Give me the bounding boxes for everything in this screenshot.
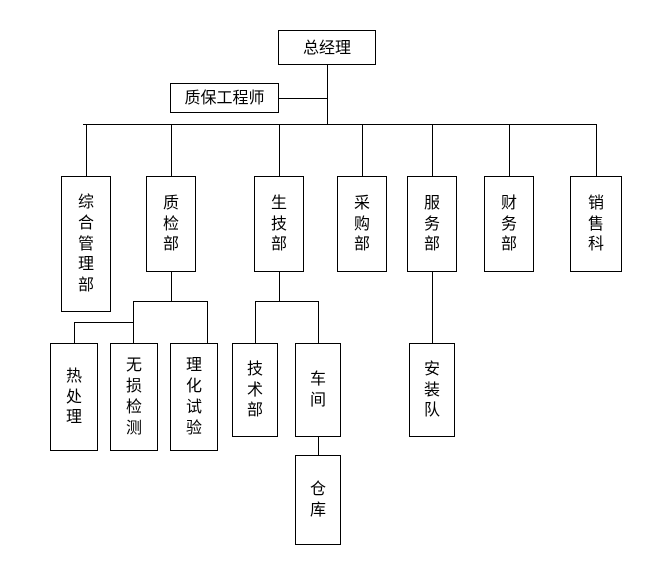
node-label-general-manager: 总经理 bbox=[302, 37, 351, 57]
node-label-comprehensive-management: 综合管理部 bbox=[78, 192, 95, 295]
node-label-finance: 财务部 bbox=[501, 192, 518, 254]
connector-qi-left-bus bbox=[74, 322, 134, 323]
node-label-physical-chemical-test: 理化试验 bbox=[186, 355, 203, 437]
node-installation-team[interactable]: 安装队 bbox=[409, 343, 455, 437]
connector-drop-sales bbox=[596, 124, 597, 176]
node-production-technology[interactable]: 生技部 bbox=[254, 176, 304, 272]
node-sales[interactable]: 销售科 bbox=[570, 176, 622, 272]
node-qa-engineer[interactable]: 质保工程师 bbox=[170, 83, 279, 113]
connector-drop-ndt bbox=[133, 301, 134, 344]
connector-pt-bus bbox=[255, 301, 319, 302]
connector-service-to-install bbox=[432, 272, 433, 344]
connector-workshop-to-warehouse bbox=[318, 437, 319, 456]
node-non-destructive-testing[interactable]: 无损检测 bbox=[110, 343, 158, 451]
connector-drop-purchasing bbox=[362, 124, 363, 176]
node-label-quality-inspection: 质检部 bbox=[163, 192, 180, 254]
node-label-technical-department: 技术部 bbox=[247, 358, 264, 420]
connector-drop-pct bbox=[207, 301, 208, 344]
node-workshop[interactable]: 车间 bbox=[295, 343, 341, 437]
connector-drop-production bbox=[279, 124, 280, 176]
node-warehouse[interactable]: 仓库 bbox=[295, 455, 341, 545]
connector-drop-service bbox=[432, 124, 433, 176]
node-service[interactable]: 服务部 bbox=[407, 176, 457, 272]
connector-pt-stem-down bbox=[279, 272, 280, 302]
node-label-non-destructive-testing: 无损检测 bbox=[126, 355, 143, 437]
connector-main-bus bbox=[83, 124, 597, 125]
node-quality-inspection[interactable]: 质检部 bbox=[146, 176, 196, 272]
node-label-service: 服务部 bbox=[424, 192, 441, 254]
node-label-purchasing: 采购部 bbox=[354, 192, 371, 254]
connector-drop-finance bbox=[509, 124, 510, 176]
node-heat-treatment[interactable]: 热处理 bbox=[50, 343, 98, 451]
connector-drop-technical bbox=[255, 301, 256, 344]
connector-drop-workshop bbox=[318, 301, 319, 344]
connector-drop-heat-treatment bbox=[74, 322, 75, 344]
node-label-workshop: 车间 bbox=[310, 369, 327, 409]
node-label-heat-treatment: 热处理 bbox=[66, 365, 83, 427]
node-comprehensive-management[interactable]: 综合管理部 bbox=[61, 176, 111, 312]
node-general-manager[interactable]: 总经理 bbox=[278, 30, 376, 65]
connector-qi-stem-down bbox=[171, 272, 172, 302]
node-technical-department[interactable]: 技术部 bbox=[232, 343, 278, 437]
connector-qi-bus bbox=[133, 301, 208, 302]
connector-gm-to-qa-engineer bbox=[279, 98, 328, 99]
node-label-installation-team: 安装队 bbox=[424, 358, 441, 420]
connector-drop-quality bbox=[171, 124, 172, 176]
node-label-production-technology: 生技部 bbox=[271, 192, 288, 254]
node-label-warehouse: 仓库 bbox=[310, 479, 327, 519]
node-physical-chemical-test[interactable]: 理化试验 bbox=[170, 343, 218, 451]
node-purchasing[interactable]: 采购部 bbox=[337, 176, 387, 272]
connector-gm-stem-down bbox=[327, 65, 328, 124]
connector-drop-comprehensive bbox=[86, 124, 87, 176]
node-label-qa-engineer: 质保工程师 bbox=[184, 88, 265, 108]
node-finance[interactable]: 财务部 bbox=[484, 176, 534, 272]
node-label-sales: 销售科 bbox=[588, 192, 605, 254]
